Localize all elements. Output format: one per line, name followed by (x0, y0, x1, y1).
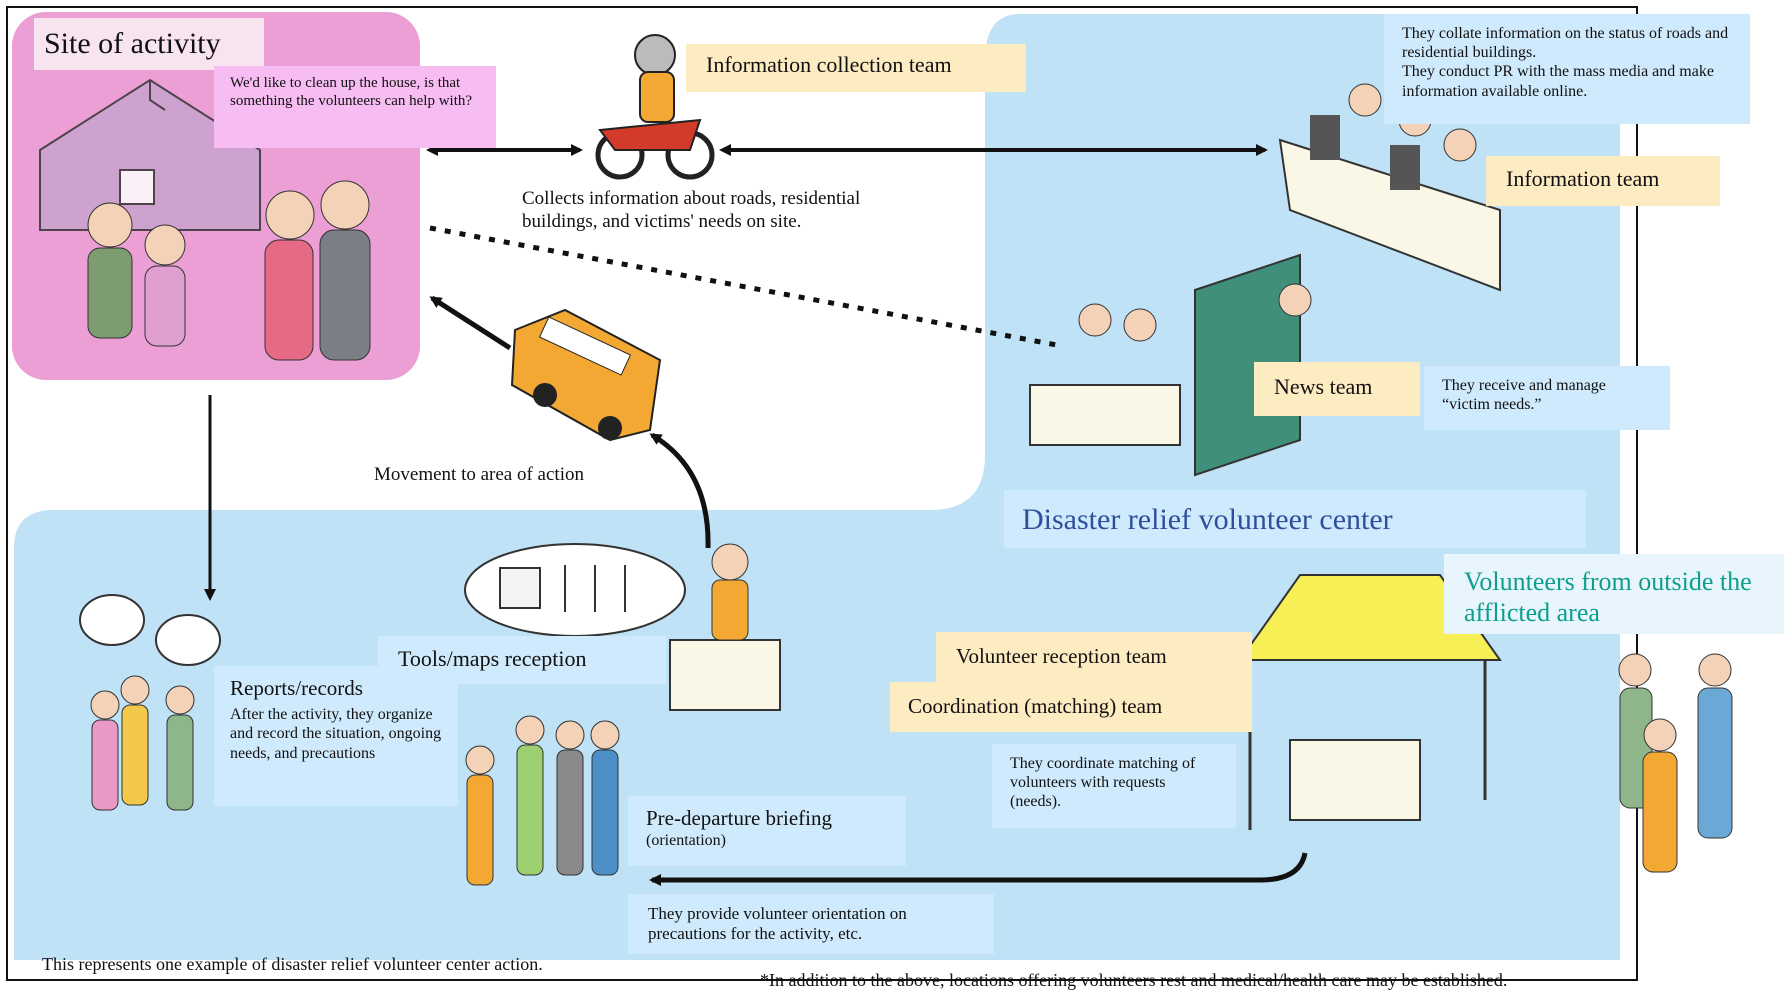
motorbike-illustration (595, 34, 715, 180)
coordination-description: They coordinate matching of volunteers w… (992, 744, 1236, 828)
information-team-desc-line-1: They collate information on the status o… (1402, 25, 1729, 62)
briefing-description: They provide volunteer orientation on pr… (628, 894, 994, 954)
information-team-desc-line-2: They conduct PR with the mass media and … (1402, 63, 1714, 100)
request-speech-bubble: We'd like to clean up the house, is that… (214, 66, 496, 148)
figure-frame (6, 6, 1638, 981)
dotted-link-news-site (429, 225, 1063, 349)
tools-bubble (464, 543, 686, 637)
briefing-subtitle: (orientation) (646, 832, 726, 850)
briefing-illustration (465, 715, 620, 886)
outside-volunteers-illustration (1618, 653, 1733, 873)
information-team-illustration (1278, 83, 1501, 292)
reports-illustration (79, 594, 221, 811)
briefing-box: Pre-departure briefing (orientation) (628, 796, 906, 866)
volunteer-center-title: Disaster relief volunteer center (1004, 490, 1586, 548)
coordination-team-label: Coordination (matching) team (890, 682, 1252, 732)
footer-right-note: *In addition to the above, locations off… (760, 970, 1508, 990)
news-team-label: News team (1254, 362, 1420, 416)
arrow-bus-to-site (429, 295, 512, 351)
briefing-title: Pre-departure briefing (646, 806, 832, 830)
reports-records-box: Reports/records After the activity, they… (214, 666, 458, 806)
news-team-description: They receive and manage “victim needs.” (1424, 366, 1670, 430)
reports-title: Reports/records (230, 676, 363, 700)
family-illustration (87, 180, 371, 361)
tools-illustration (499, 565, 626, 612)
damaged-house-illustration (39, 78, 261, 231)
reports-description: After the activity, they organize and re… (230, 706, 442, 762)
bus-illustration (510, 308, 662, 442)
movement-label: Movement to area of action (374, 464, 584, 485)
information-team-label: Information team (1486, 156, 1720, 206)
collects-info-text: Collects information about roads, reside… (522, 188, 861, 232)
information-team-description: They collate information on the status o… (1384, 14, 1750, 124)
information-collection-team-label: Information collection team (686, 44, 1026, 92)
reception-tent-illustration (1238, 574, 1502, 830)
arrow-desk-to-bus (649, 432, 711, 549)
volunteers-from-outside-label: Volunteers from outside the afflicted ar… (1444, 554, 1784, 634)
arrow-tent-to-briefing (649, 852, 1308, 886)
tools-desk-illustration (669, 543, 781, 711)
footer-left-note: This represents one example of disaster … (42, 954, 543, 974)
news-team-illustration (1029, 253, 1312, 477)
site-of-activity-title: Site of activity (34, 18, 264, 70)
volunteer-reception-team-label: Volunteer reception team (936, 632, 1252, 682)
